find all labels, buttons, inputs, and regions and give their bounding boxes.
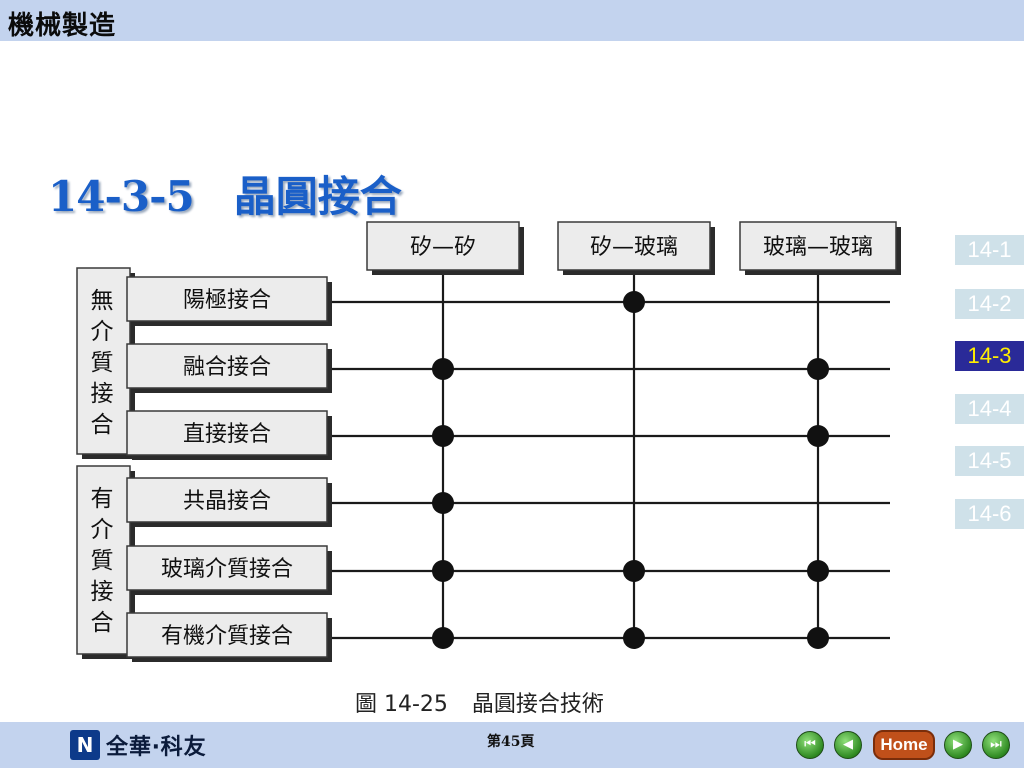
- connection-dot: [432, 358, 454, 380]
- header-bar: [0, 0, 1024, 41]
- logo-icon: N: [70, 730, 100, 760]
- publisher-logo: N 全華‧科友: [70, 729, 207, 761]
- row-label-box-body: [126, 410, 328, 456]
- column-header-box: [739, 221, 901, 275]
- column-header-box: [557, 221, 715, 275]
- figure-title: 晶圓接合技術: [471, 692, 604, 717]
- row-label: 直接接合: [183, 422, 271, 447]
- first-page-button[interactable]: ⏮: [796, 731, 824, 759]
- group-label-char: 質: [91, 548, 114, 574]
- row-label-box: [126, 612, 332, 662]
- home-button[interactable]: Home: [873, 730, 935, 760]
- figure-caption: 圖 14-25 晶圓接合技術: [355, 686, 604, 718]
- group-label-char: 介: [91, 517, 114, 543]
- column-header-label: 玻璃—玻璃: [763, 235, 873, 260]
- last-page-icon: ⏭: [990, 737, 1002, 752]
- section-nav-item-14-2[interactable]: 14-2: [955, 289, 1024, 319]
- connection-dot: [432, 425, 454, 447]
- connection-dot: [432, 560, 454, 582]
- section-nav-item-14-5[interactable]: 14-5: [955, 446, 1024, 476]
- next-page-button[interactable]: ▶: [944, 731, 972, 759]
- column-header-label: 矽—玻璃: [590, 235, 678, 260]
- section-nav-item-14-6[interactable]: 14-6: [955, 499, 1024, 529]
- first-page-icon: ⏮: [804, 737, 816, 752]
- row-label-box: [126, 276, 332, 326]
- group-label-char: 接: [91, 579, 114, 605]
- connection-dot: [623, 291, 645, 313]
- connection-dot: [807, 358, 829, 380]
- column-header-box-body: [557, 221, 711, 271]
- last-page-button[interactable]: ⏭: [982, 731, 1010, 759]
- prev-page-icon: ◀: [843, 737, 853, 752]
- connection-dot: [807, 560, 829, 582]
- row-label: 有機介質接合: [161, 624, 293, 649]
- logo-text: 全華‧科友: [106, 735, 207, 760]
- group-label-char: 接: [91, 381, 114, 407]
- connection-dot: [807, 425, 829, 447]
- row-label: 玻璃介質接合: [161, 557, 293, 582]
- row-label-box: [126, 343, 332, 393]
- row-label-box-body: [126, 343, 328, 389]
- section-nav-item-14-4[interactable]: 14-4: [955, 394, 1024, 424]
- row-label-box-body: [126, 276, 328, 322]
- next-page-icon: ▶: [953, 737, 963, 752]
- row-label-box: [126, 477, 332, 527]
- group-label-char: 質: [91, 350, 114, 376]
- slide-title: 14-3-5 晶圓接合: [48, 163, 402, 224]
- connection-dot: [807, 627, 829, 649]
- connection-dot: [623, 560, 645, 582]
- row-label: 陽極接合: [183, 288, 271, 313]
- page-number: 第45頁: [487, 734, 535, 750]
- slide-title-number: 14-3-5: [48, 172, 195, 221]
- row-label-box-body: [126, 612, 328, 658]
- group-box: [76, 465, 135, 659]
- slide-title-text: 晶圓接合: [233, 172, 402, 221]
- section-nav-item-14-1[interactable]: 14-1: [955, 235, 1024, 265]
- figure-number: 圖 14-25: [355, 692, 448, 717]
- group-box-body: [76, 465, 131, 655]
- group-label-char: 合: [91, 610, 114, 636]
- connection-dot: [432, 492, 454, 514]
- connection-dot: [432, 627, 454, 649]
- group-label-char: 合: [91, 412, 114, 438]
- row-label: 共晶接合: [183, 489, 271, 514]
- column-header-box-body: [366, 221, 520, 271]
- column-header-label: 矽—矽: [410, 235, 476, 260]
- row-label-box-body: [126, 545, 328, 591]
- row-label-box: [126, 545, 332, 595]
- group-label-char: 介: [91, 319, 114, 345]
- group-label-char: 無: [91, 288, 114, 314]
- column-header-box-body: [739, 221, 897, 271]
- group-box: [76, 267, 135, 459]
- group-label-char: 有: [91, 486, 114, 512]
- row-label-box: [126, 410, 332, 460]
- section-nav-item-14-3[interactable]: 14-3: [955, 341, 1024, 371]
- row-label-box-body: [126, 477, 328, 523]
- prev-page-button[interactable]: ◀: [834, 731, 862, 759]
- connection-dot: [623, 627, 645, 649]
- column-header-box: [366, 221, 524, 275]
- row-label: 融合接合: [183, 355, 271, 380]
- brand-title: 機械製造: [8, 11, 117, 41]
